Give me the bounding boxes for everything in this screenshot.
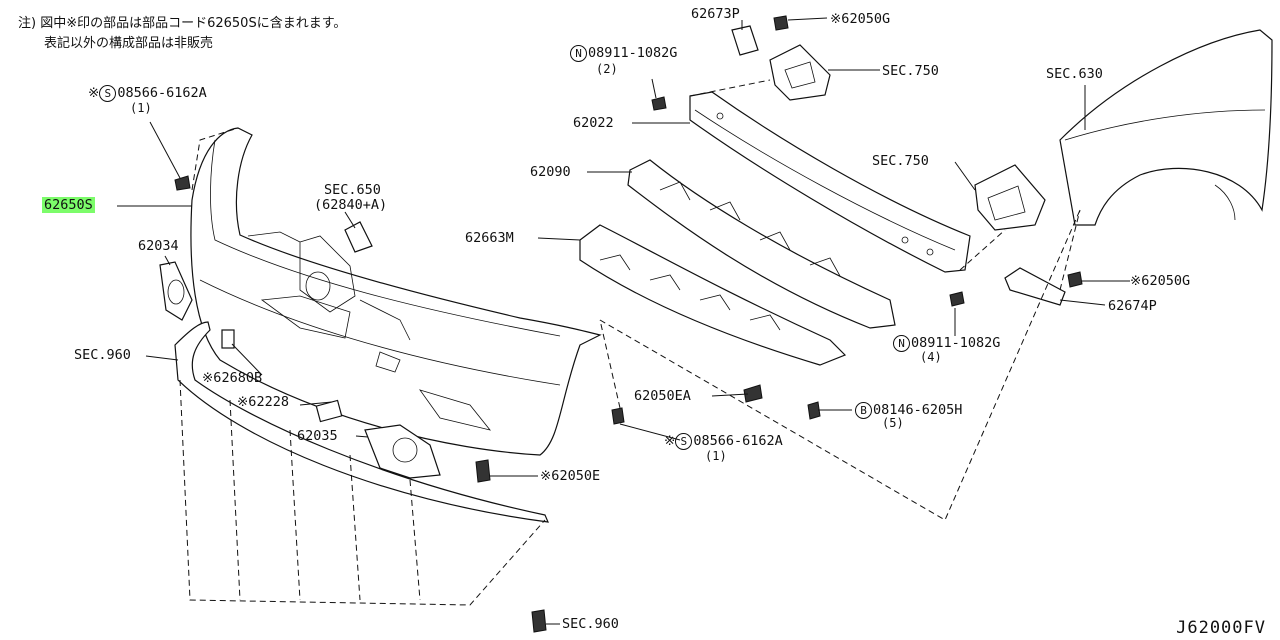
fasteners bbox=[174, 15, 1083, 633]
label-62050EA[interactable]: 62050EA bbox=[634, 388, 691, 404]
label-sec750-top[interactable]: SEC.750 bbox=[882, 63, 939, 79]
label-62680B[interactable]: ※62680B bbox=[202, 370, 263, 386]
lower-spoiler bbox=[174, 321, 549, 606]
highlighted-part-number: 62650S bbox=[42, 197, 95, 213]
b-mark-icon: B bbox=[855, 402, 872, 419]
s-mark-icon: S bbox=[99, 85, 117, 102]
label-62663M[interactable]: 62663M bbox=[465, 230, 514, 246]
label-sec650[interactable]: SEC.650 bbox=[324, 182, 381, 198]
fog-lamp-cover bbox=[364, 424, 441, 479]
front-fender bbox=[1059, 29, 1273, 226]
cover-62034 bbox=[159, 261, 193, 321]
cap-62228 bbox=[315, 399, 343, 423]
star-mark-icon: ※ bbox=[88, 85, 100, 101]
qty-08566-top: (1) bbox=[130, 101, 152, 115]
drawing-code: J62000FV bbox=[1176, 618, 1266, 638]
n-mark-icon: N bbox=[570, 45, 587, 62]
tow-hook-cover bbox=[344, 221, 373, 253]
label-62035[interactable]: 62035 bbox=[297, 428, 338, 444]
bracket-mid bbox=[974, 164, 1046, 231]
bracket-upper bbox=[769, 44, 831, 101]
qty-08146: (5) bbox=[882, 416, 904, 430]
clip-62680B bbox=[221, 329, 235, 349]
qty-08566-mid: (1) bbox=[705, 449, 727, 463]
note-line-2: 表記以外の構成部品は非販売 bbox=[44, 36, 214, 51]
label-sec650-sub: (62840+A) bbox=[314, 197, 388, 213]
assembly-dashes bbox=[191, 79, 1081, 521]
label-sec960-bottom[interactable]: SEC.960 bbox=[562, 616, 619, 632]
label-62022[interactable]: 62022 bbox=[573, 115, 614, 131]
label-62050G-top[interactable]: ※62050G bbox=[830, 11, 891, 27]
label-62034[interactable]: 62034 bbox=[138, 238, 179, 254]
label-62050G-right[interactable]: ※62050G bbox=[1130, 273, 1191, 289]
label-62650S[interactable]: 62650S bbox=[42, 197, 95, 213]
label-sec750-mid[interactable]: SEC.750 bbox=[872, 153, 929, 169]
s-mark-icon: S bbox=[675, 433, 693, 450]
leader-lines bbox=[117, 17, 1130, 625]
label-62050E[interactable]: ※62050E bbox=[540, 468, 601, 484]
label-sec630[interactable]: SEC.630 bbox=[1046, 66, 1103, 82]
reinforcement-beam bbox=[689, 91, 971, 273]
label-62090[interactable]: 62090 bbox=[530, 164, 571, 180]
star-mark-icon: ※ bbox=[664, 433, 676, 449]
label-sec960-left[interactable]: SEC.960 bbox=[74, 347, 131, 363]
side-bracket bbox=[1004, 267, 1066, 306]
bumper-fascia bbox=[190, 127, 602, 456]
label-62674P[interactable]: 62674P bbox=[1108, 298, 1157, 314]
n-mark-icon: N bbox=[893, 335, 910, 352]
note-line-1: 注) 図中※印の部品は部品コード62650Sに含まれます。 bbox=[18, 16, 347, 31]
label-62673P[interactable]: 62673P bbox=[691, 6, 740, 22]
energy-absorber bbox=[627, 159, 896, 329]
qty-08911-top: (2) bbox=[596, 62, 618, 76]
qty-08911-mid: (4) bbox=[920, 350, 942, 364]
label-62228[interactable]: ※62228 bbox=[237, 394, 289, 410]
lower-absorber bbox=[579, 224, 847, 366]
